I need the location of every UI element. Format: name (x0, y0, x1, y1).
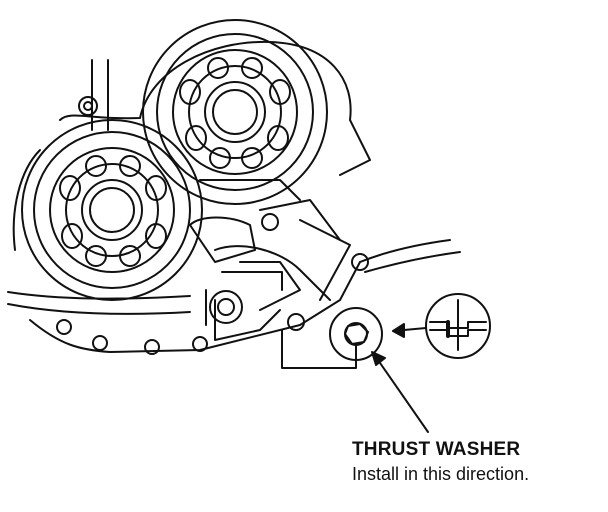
upper-bearing (142, 19, 328, 205)
leader-bracket (281, 329, 357, 369)
bolt-holes (56, 96, 369, 355)
thrust-washer-detail (329, 307, 383, 361)
callout-label: THRUST WASHER Install in this direction. (352, 437, 582, 487)
shaft-assembly (205, 271, 283, 326)
callout-arrow (371, 351, 429, 433)
callout-title: THRUST WASHER (352, 439, 521, 460)
case-housing (7, 40, 461, 353)
callout-note: Install in this direction. (352, 464, 530, 484)
direction-arrow (392, 323, 427, 338)
washer-cross-section (425, 293, 491, 359)
lower-bearing (21, 119, 203, 301)
